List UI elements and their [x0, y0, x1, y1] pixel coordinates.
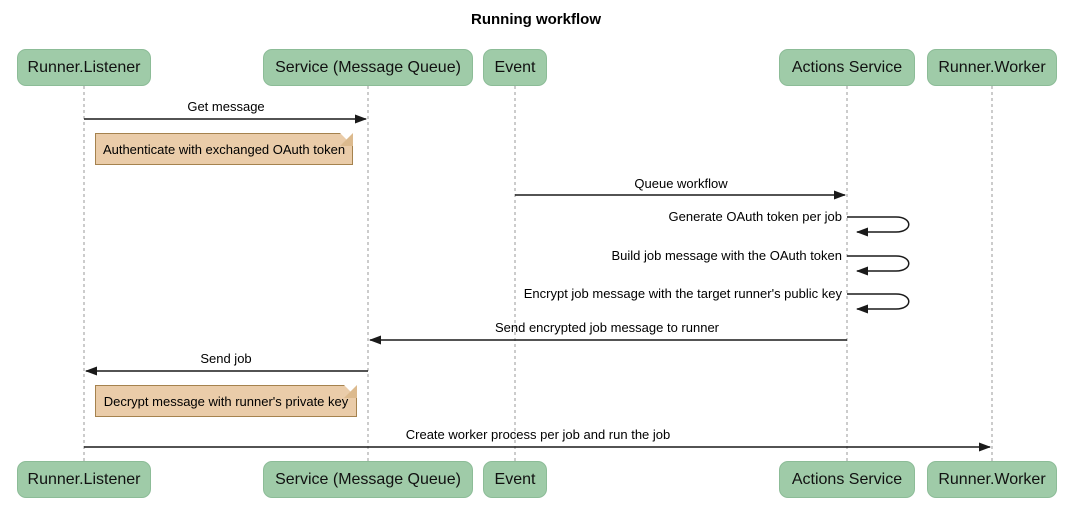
- message-label-create-worker-process: Create worker process per job and run th…: [405, 427, 671, 442]
- note-text: Decrypt message with runner's private ke…: [103, 393, 349, 409]
- message-label-get-message: Get message: [187, 99, 265, 114]
- diagram-title: Running workflow: [471, 11, 601, 28]
- participant-label: Runner.Worker: [938, 470, 1046, 488]
- participant-label: Runner.Listener: [27, 58, 141, 76]
- message-label-queue-workflow: Queue workflow: [634, 176, 728, 191]
- note-decrypt-message: Decrypt message with runner's private ke…: [95, 385, 357, 417]
- self-loop-generate-oauth-token: [847, 216, 910, 237]
- participant-label: Event: [494, 58, 536, 76]
- participant-runner-listener-bottom: Runner.Listener: [17, 461, 151, 498]
- message-arrows: [84, 114, 991, 452]
- participant-actions-service-top: Actions Service: [779, 49, 915, 86]
- message-label-generate-oauth-token: Generate OAuth token per job: [668, 209, 842, 224]
- participant-label: Actions Service: [791, 58, 903, 76]
- message-label-send-job: Send job: [200, 351, 252, 366]
- participant-service-queue-top: Service (Message Queue): [263, 49, 473, 86]
- participant-event-top: Event: [483, 49, 547, 86]
- participant-label: Runner.Worker: [938, 58, 1046, 76]
- message-label-send-encrypted-message: Send encrypted job message to runner: [494, 320, 720, 335]
- participant-label: Runner.Listener: [27, 470, 141, 488]
- self-loop-build-job-message: [847, 255, 910, 276]
- participant-label: Service (Message Queue): [275, 470, 461, 488]
- participant-label: Event: [494, 470, 536, 488]
- participant-actions-service-bottom: Actions Service: [779, 461, 915, 498]
- participant-runner-listener-top: Runner.Listener: [17, 49, 151, 86]
- participant-event-bottom: Event: [483, 461, 547, 498]
- lifelines: [83, 86, 993, 461]
- note-authenticate-oauth: Authenticate with exchanged OAuth token: [95, 133, 353, 165]
- participant-label: Actions Service: [791, 470, 903, 488]
- participant-runner-worker-bottom: Runner.Worker: [927, 461, 1057, 498]
- participant-service-queue-bottom: Service (Message Queue): [263, 461, 473, 498]
- message-label-build-job-message: Build job message with the OAuth token: [611, 248, 842, 263]
- participant-runner-worker-top: Runner.Worker: [927, 49, 1057, 86]
- note-text: Authenticate with exchanged OAuth token: [102, 141, 346, 157]
- participant-label: Service (Message Queue): [275, 58, 461, 76]
- message-label-encrypt-job-message: Encrypt job message with the target runn…: [523, 286, 842, 301]
- self-loop-encrypt-job-message: [847, 293, 910, 314]
